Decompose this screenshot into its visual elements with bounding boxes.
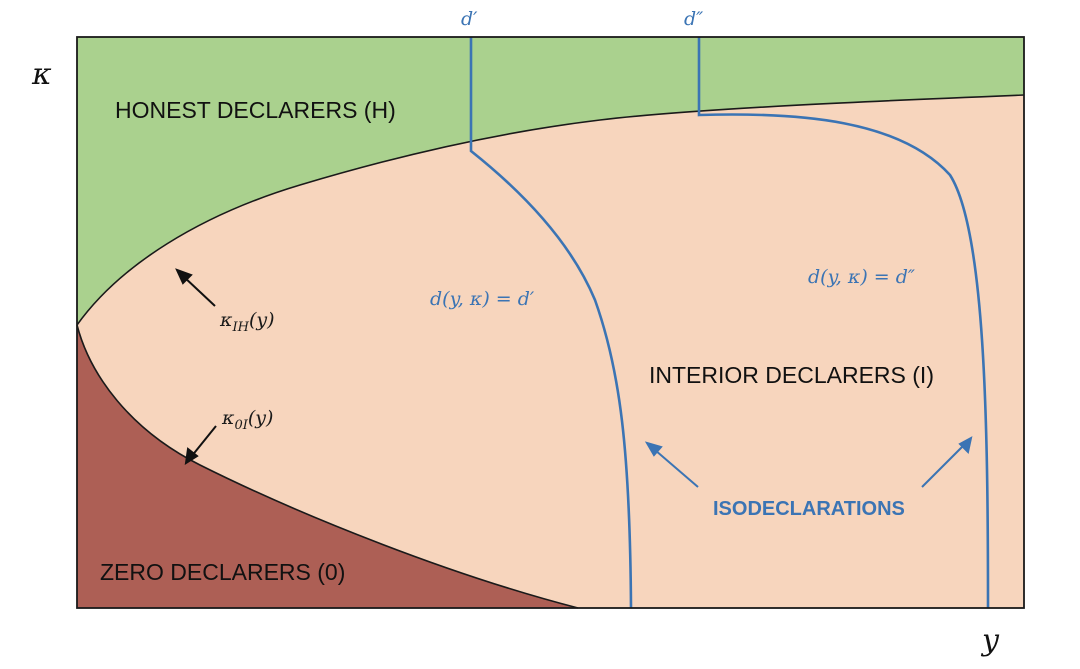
isodeclaration-arrow-left-shaft (654, 449, 699, 488)
isodeclaration-arrow-left-head (644, 441, 663, 457)
zero-region (77, 325, 578, 608)
zero-region-label: ZERO DECLARERS (0) (100, 559, 345, 585)
kappa-ih-symbol: κ (219, 309, 233, 331)
kappa-0i-subscript: 0I (234, 418, 248, 433)
boundary-curves (76, 94, 1025, 609)
kappa-0i-arrow-shaft (190, 425, 217, 458)
d-prime-label: d′ (461, 8, 478, 30)
kappa-ih-argument: (y) (249, 309, 275, 331)
kappa-0i-arrow-head (184, 447, 199, 466)
kappa-0i-curve (76, 324, 579, 609)
isodeclarations-caption: ISODECLARATIONS (713, 498, 905, 520)
isodeclaration-arrow-right-shaft (921, 444, 965, 488)
kappa-ih-arrow-head (175, 268, 193, 285)
kappa-ih-curve (76, 94, 1025, 326)
kappa-0i-argument: (y) (248, 407, 274, 429)
interior-region-label: INTERIOR DECLARERS (I) (649, 362, 934, 388)
d-double-prime-label: d″ (684, 8, 703, 30)
kappa-0i-label: κ0I(y) (221, 407, 273, 433)
plot-frame (76, 36, 1025, 609)
honest-region-label: HONEST DECLARERS (H) (115, 97, 396, 123)
isodeclaration-d-double-prime (697, 37, 990, 609)
isodeclaration-pointers (644, 436, 973, 488)
kappa-ih-label: κIH(y) (219, 309, 275, 335)
y-axis-label: y (980, 623, 1000, 658)
kappa-ih-subscript: IH (231, 320, 249, 335)
isodeclaration-d-prime (469, 37, 633, 609)
kappa-ih-arrow-shaft (182, 275, 216, 307)
regions (77, 37, 1024, 608)
d-prime-equation: d(y, κ) = d′ (430, 288, 535, 310)
isodeclaration-curves (469, 37, 990, 609)
isodeclaration-arrow-right-head (958, 436, 973, 455)
honest-region (77, 37, 1024, 325)
boundary-pointers (175, 268, 217, 466)
d-double-prime-equation: d(y, κ) = d″ (808, 266, 915, 288)
kappa-0i-symbol: κ (221, 407, 235, 429)
kappa-axis-label: κ (31, 57, 52, 92)
